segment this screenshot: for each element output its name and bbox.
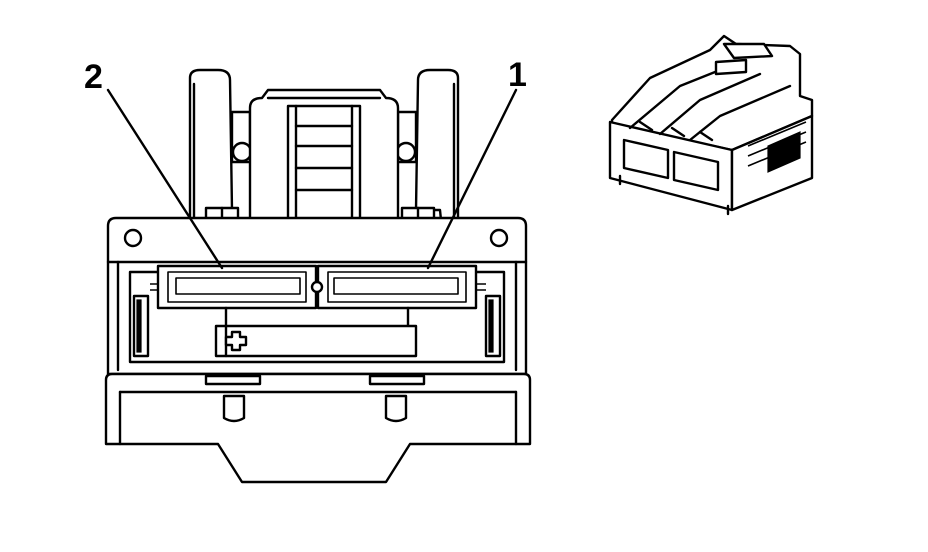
mounting-hole-left: [123, 228, 143, 248]
callout-1-leader: [426, 88, 518, 270]
center-divider-pin: [310, 280, 324, 294]
connector-latch: [188, 68, 460, 232]
callout-2-leader: [106, 88, 224, 270]
connector-isometric-view: [608, 34, 814, 216]
side-slots: [132, 294, 502, 358]
plus-icon: [224, 330, 248, 352]
callouts: 2 1: [84, 56, 527, 270]
connector-base: [104, 372, 532, 484]
callout-2-label: 2: [84, 58, 103, 96]
callout-1-label: 1: [508, 56, 527, 94]
mounting-hole-right: [489, 228, 509, 248]
connector-front-view: [104, 68, 532, 484]
terminal-cavity-2: [150, 264, 318, 310]
polarity-key: [214, 306, 418, 358]
terminal-cavity-1: [316, 264, 486, 310]
